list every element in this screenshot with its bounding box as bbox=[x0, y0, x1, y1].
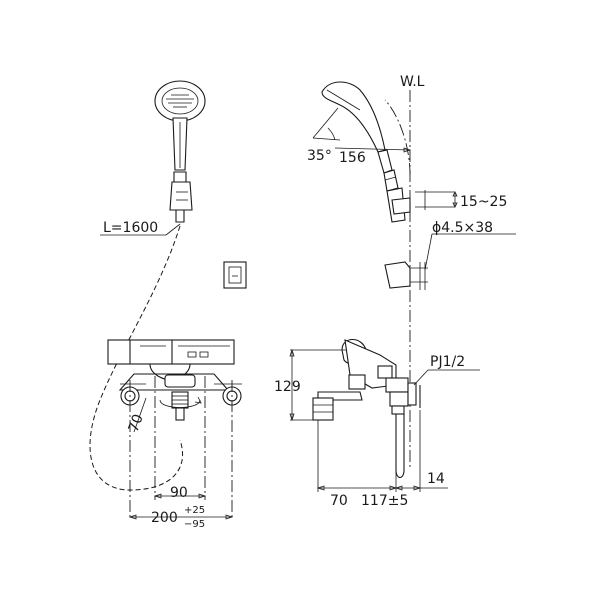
dim-156: 156 bbox=[339, 150, 366, 166]
faucet-body-front bbox=[107, 339, 242, 421]
hose-length-label: L=1600 bbox=[103, 220, 158, 236]
pipe-thread-label: PJ1/2 bbox=[430, 354, 465, 370]
dim-15-25: 15~25 bbox=[460, 194, 507, 210]
angle-35-label: 35° bbox=[307, 148, 332, 164]
dim-14: 14 bbox=[427, 471, 445, 487]
dim-200-tol-lower: −95 bbox=[184, 519, 205, 530]
shower-head-side bbox=[321, 81, 411, 223]
dim-117: 117±5 bbox=[361, 493, 408, 509]
holder-bracket-side bbox=[384, 261, 428, 290]
faucet-body-side bbox=[312, 338, 421, 421]
holder-bracket-front bbox=[223, 261, 247, 289]
dim-200-tol-upper: +25 bbox=[184, 505, 205, 516]
dim-90: 90 bbox=[170, 485, 188, 501]
dim-70-angled: 70 bbox=[126, 412, 147, 434]
dim-200: 200 bbox=[151, 510, 178, 526]
screw-spec-label: ϕ4.5×38 bbox=[432, 220, 493, 236]
shower-head-front bbox=[154, 80, 206, 223]
water-line-label: W.L bbox=[400, 74, 425, 90]
dim-129: 129 bbox=[274, 379, 301, 395]
dim-70-side: 70 bbox=[330, 493, 348, 509]
